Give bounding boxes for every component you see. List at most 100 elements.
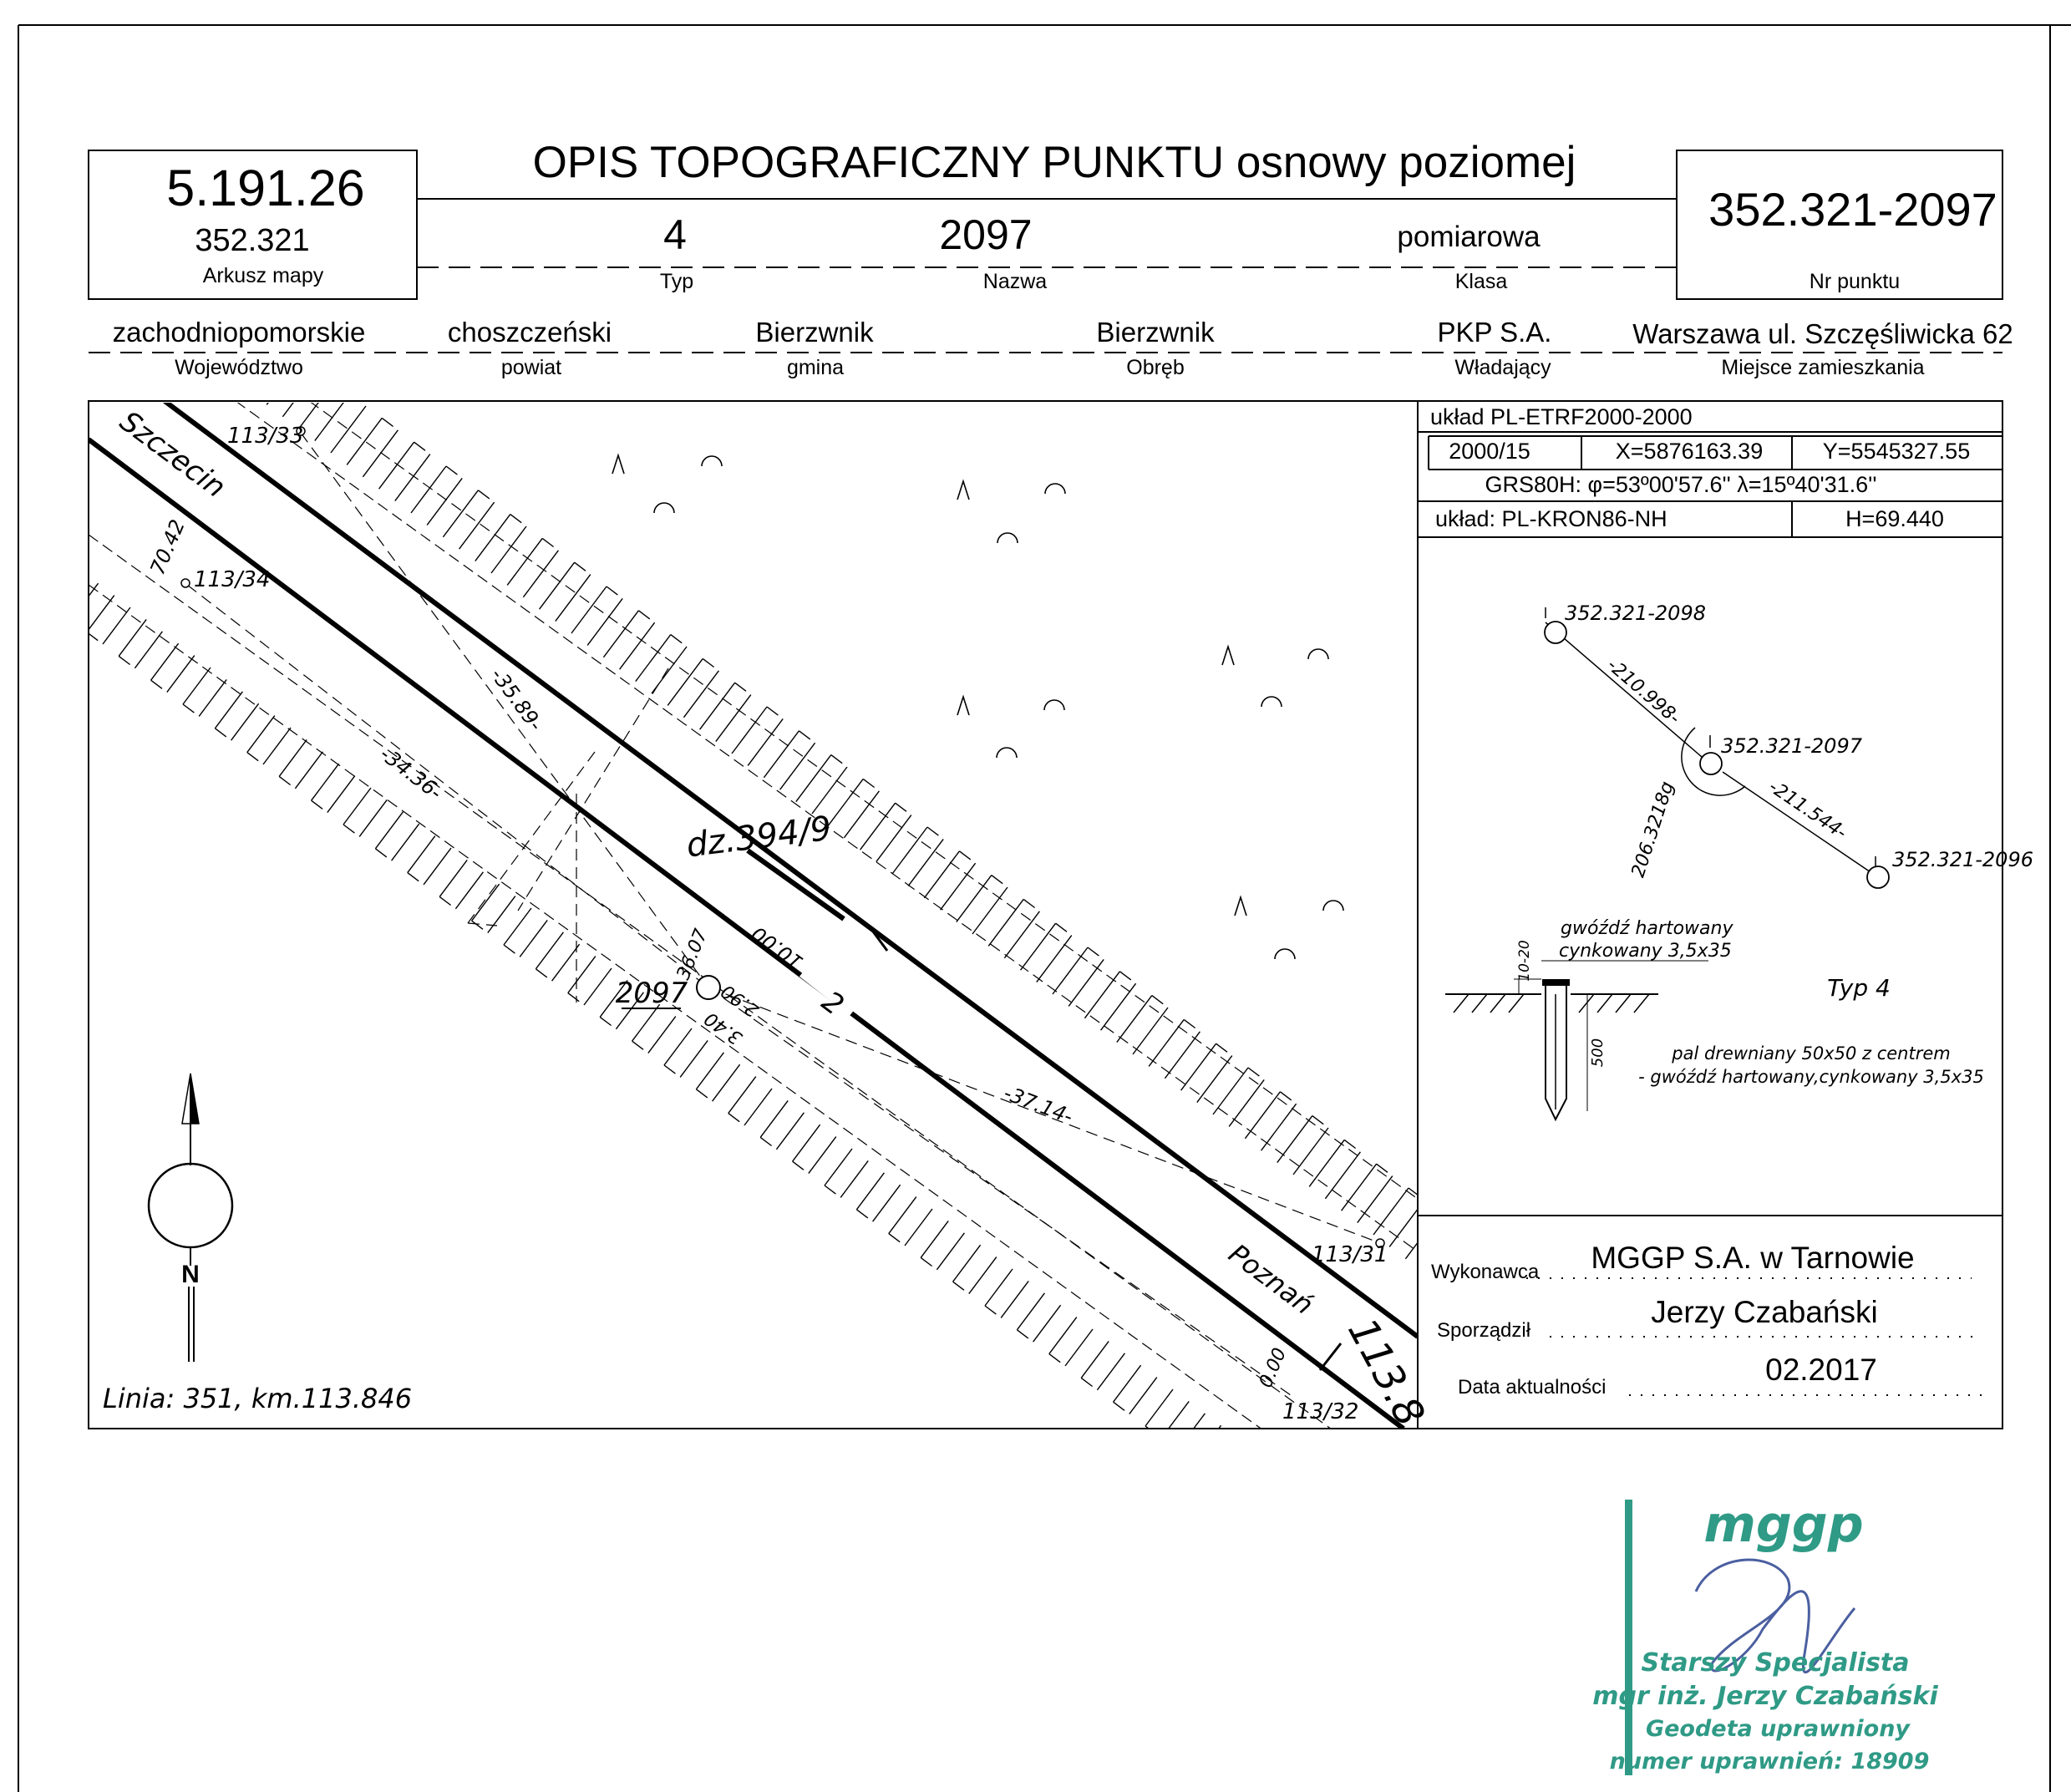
hatch-tick [54,608,65,617]
hatch-line [744,1088,773,1126]
hatch-tick [1274,1522,1285,1531]
hatch-line [792,1124,821,1162]
hatch-line [198,678,227,717]
hatch-tick [792,1160,805,1170]
hatch-line [294,751,323,789]
hatch-line [1068,958,1104,1007]
hatch-tick [1216,1043,1228,1053]
hatch-line [679,1039,708,1078]
voivodeship-value: zachodniopomorskie [113,317,366,348]
hatch-line [54,571,82,608]
hatch-line [571,586,607,634]
hatch-tick [1016,1329,1029,1339]
hatch-line [647,1016,677,1054]
hatch-line [1196,1055,1233,1104]
hatch-line [503,907,532,946]
contractor-label: Wykonawca [1431,1261,1540,1283]
coord-x: X=5876163.39 [1616,439,1763,464]
height-system: układ: PL-KRON86-NH [1435,506,1667,531]
hatch-line [1257,1474,1285,1510]
label-113-31: 113/31 [1312,1242,1388,1267]
precinct-label: Obręb [1126,356,1184,379]
hatch-line [378,441,415,490]
hatch-line [904,1208,933,1246]
shrub-symbol [701,455,723,467]
vegetation-symbols [612,453,1344,960]
sheet-number: 5.191.26 [166,160,364,216]
map-sheet-box [88,150,418,300]
hatch-tick [374,848,388,858]
hatch-line [808,1136,837,1175]
hatch-line [567,956,596,994]
hatch-line [1096,1353,1125,1391]
hatch-tick [670,634,683,644]
hatch-tick [541,537,555,548]
hatch-line [891,826,928,875]
hatch-line [712,1064,741,1102]
hatch-line [1228,1079,1265,1127]
hatch-line [1116,995,1153,1043]
class-label: Klasa [1455,270,1508,293]
hatch-line [872,1184,901,1222]
hatch-line [920,1220,949,1258]
measure-line-3589 [300,432,709,988]
hatch-tick [632,1040,644,1050]
measure-000: 0.00 [1256,1345,1291,1391]
hatch-tick [317,370,328,378]
stamp-line-2: mgr inż. Jerzy Czabański [1592,1682,1938,1711]
scheme-p2-label: 352.321-2097 [1721,734,1863,758]
hatch-line [519,919,548,957]
hatch-tick [477,490,490,500]
coord-system: układ PL-ETRF2000-2000 [1430,404,1693,429]
hatch-tick [1048,1353,1061,1363]
scheme-distance-2: -211.544- [1764,776,1850,844]
owner-value: PKP S.A. [1438,317,1552,348]
hatch-tick [510,514,522,524]
hatch-line [615,992,644,1030]
hatch-line [1080,1340,1109,1378]
hatch-line [1212,1067,1249,1115]
post-description-2: - gwóźdź hartowany,cynkowany 3,5x35 [1638,1067,1984,1087]
hatch-line [311,763,340,801]
map-sheet-label: Arkusz mapy [203,264,324,287]
hatch-line [182,667,211,705]
shrub-symbol [1307,648,1329,660]
measure-290: 2.90 [718,980,763,1021]
marker-type: Typ 4 [1827,974,1891,1002]
embankment-upper-outer [310,403,1417,1200]
hatch-line [1388,1209,1417,1247]
stamp-line-3: Geodeta uprawniony [1646,1716,1911,1742]
prepared-value: Jerzy Czabański [1651,1295,1877,1329]
hatch-line [346,417,383,465]
hatch-tick [150,679,163,689]
type-label: Typ [660,270,693,293]
hatch-line [759,1099,789,1138]
hatch-line [1290,1498,1317,1535]
hatch-line [699,682,736,730]
hatch-tick [381,417,394,428]
hatch-tick [414,441,426,451]
measure-7042: 70.42 [145,516,190,578]
hatch-line [663,1028,693,1066]
scheme-angle: 206.3218g [1628,779,1679,881]
hatch-line [860,802,896,850]
owner-label: Władający [1454,356,1551,379]
hatch-line [327,775,356,814]
dimension-top: 10-20 [1516,940,1533,981]
hatch-line [632,1003,661,1042]
hatch-line [102,607,131,645]
hatch-line [442,490,479,538]
hatch-tick [599,1016,612,1027]
hatch-tick [695,1089,708,1099]
hatch-line [471,883,500,921]
hatch-line [1241,1461,1269,1498]
shrub-symbol [996,747,1018,759]
scheme-distance-1: -210.998- [1603,655,1684,729]
hatch-tick [1210,1475,1221,1483]
embankment-upper-inner [236,403,1417,1252]
hatch-line [876,815,912,863]
hatch-tick [862,778,876,789]
hatch-line [1113,1364,1142,1403]
stamp-line-1: Starszy Specjalista [1641,1648,1909,1678]
hatch-line [1306,1510,1333,1546]
